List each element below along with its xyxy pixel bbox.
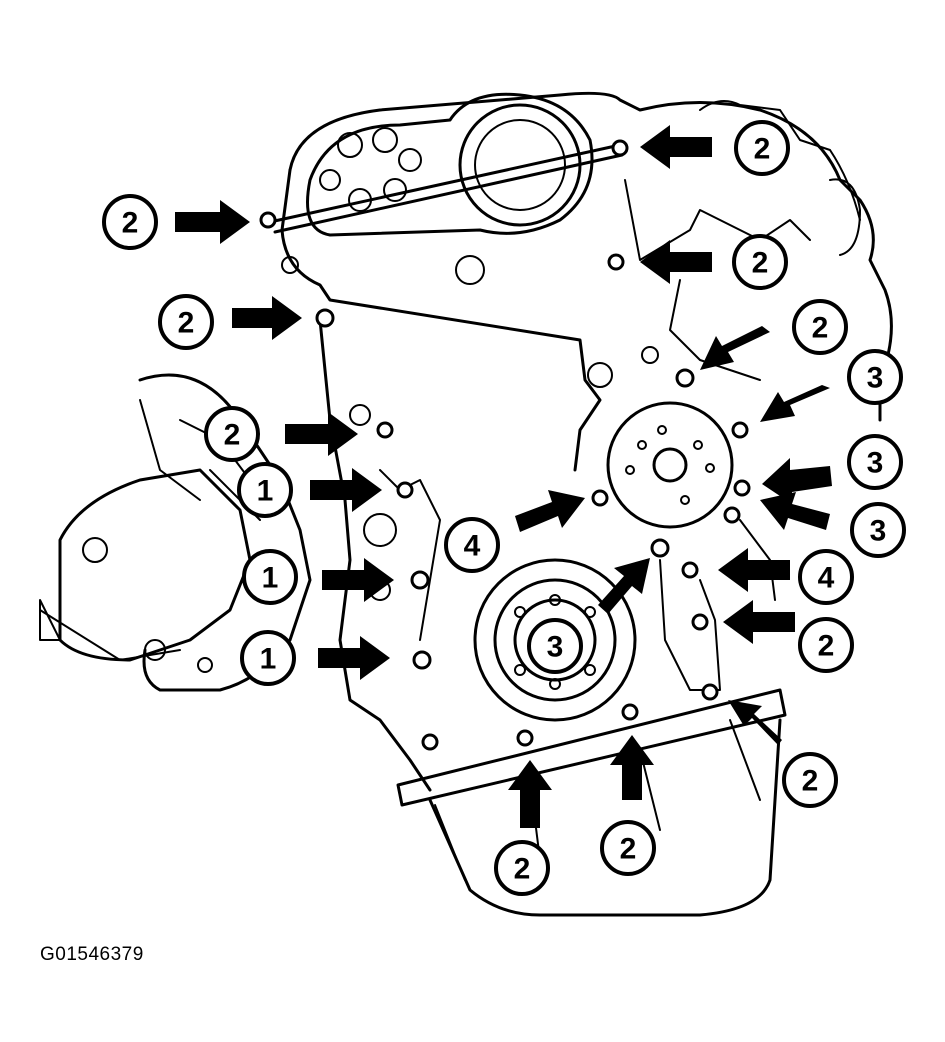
callout: 3 [527,618,583,674]
arrow-14 [718,548,790,592]
arrow-1 [175,200,250,244]
callout: 2 [158,294,214,350]
bolt-markers [259,139,751,751]
arrow-2 [640,125,712,169]
arrow-3 [640,240,712,284]
callout-label: 2 [224,419,241,452]
arrow-10 [762,458,832,504]
callout-label: 2 [178,307,195,340]
callout-label: 3 [870,515,887,548]
callout: 4 [798,549,854,605]
callout: 2 [734,120,790,176]
arrow-12 [322,558,394,602]
callout: 2 [798,617,854,673]
callouts: 2 2 2 2 2 2 3 3 3 1 4 1 4 1 3 2 2 2 2 [102,120,906,896]
callout: 2 [782,752,838,808]
arrow-16 [723,600,795,644]
callout: 3 [850,502,906,558]
callout-label: 1 [262,562,279,595]
callout-label: 2 [122,207,139,240]
callout-label: 2 [802,765,819,798]
callout: 1 [237,462,293,518]
callout-label: 2 [514,853,531,886]
callout: 2 [494,840,550,896]
callout-label: 2 [752,247,769,280]
callout-label: 4 [464,530,481,563]
arrow-19 [610,735,654,800]
callout: 4 [444,517,500,573]
callout: 1 [242,549,298,605]
callout-label: 2 [620,833,637,866]
arrow-18 [508,760,552,828]
callout-label: 2 [754,133,771,166]
arrow-5 [700,326,770,370]
callout-label: 2 [818,630,835,663]
callout: 3 [847,349,903,405]
callout: 2 [792,299,848,355]
callout-label: 3 [867,447,884,480]
arrow-9 [515,490,585,532]
callout-label: 4 [818,562,835,595]
callout: 2 [204,406,260,462]
arrow-7 [285,412,358,456]
arrow-15 [318,636,390,680]
callout-label: 1 [257,475,274,508]
figure-id: G01546379 [40,944,144,965]
arrow-11 [760,492,830,530]
arrow-6 [760,385,830,422]
callout: 2 [732,234,788,290]
callout-label: 3 [867,362,884,395]
callout: 1 [240,630,296,686]
arrow-13 [598,558,650,614]
arrow-4 [232,296,302,340]
callout: 2 [600,820,656,876]
callout-label: 2 [812,312,829,345]
callout-label: 1 [260,643,277,676]
callout-label: 3 [547,631,564,664]
callout: 2 [102,194,158,250]
arrow-17 [728,700,782,745]
arrow-8 [310,468,382,512]
callout: 3 [847,434,903,490]
pointer-arrows [175,125,832,828]
